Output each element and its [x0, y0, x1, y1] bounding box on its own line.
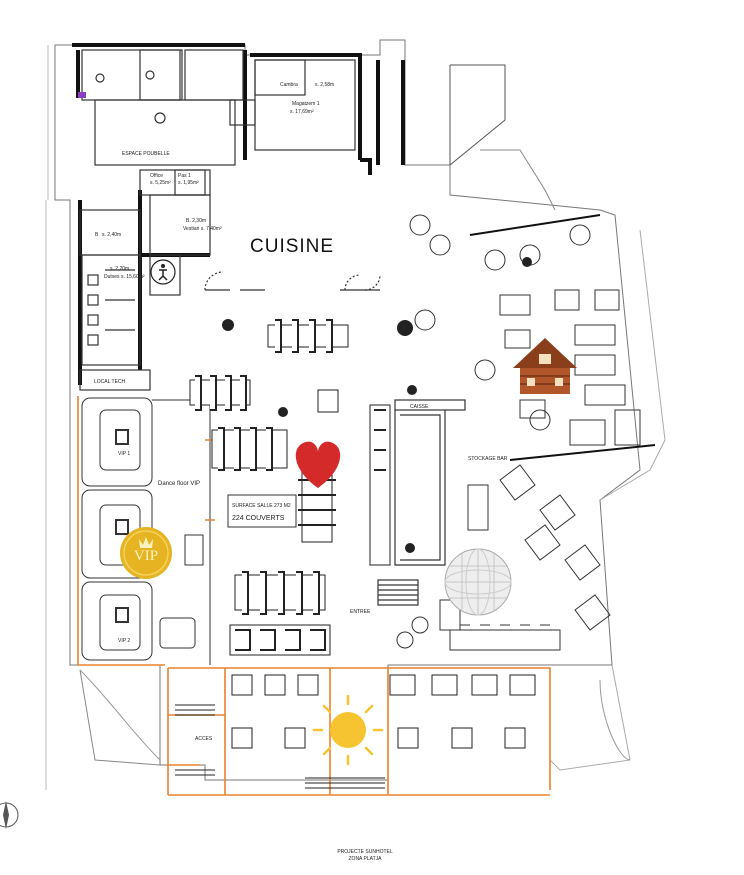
couverts-label: 224 COUVERTS [232, 515, 285, 522]
cuisine-label: CUISINE [250, 236, 334, 257]
surface-box: SURFACE SALLE 273 M2 224 COUVERTS [227, 494, 297, 528]
surface-label: SURFACE SALLE 273 M2 [232, 503, 291, 509]
bar-area [377, 399, 466, 606]
stockage-label: STOCKAGE BAR [468, 456, 508, 462]
vip2-label: VIP 2 [118, 638, 130, 644]
caisse-label: CAISSE [410, 404, 429, 410]
magatzem-label: Magatzem 1 [292, 101, 320, 107]
entree-label: ENTREE [350, 609, 371, 615]
accessibility-icon [150, 259, 176, 285]
utility-marker [78, 92, 86, 98]
cambra-label: Cambra [280, 82, 298, 88]
sanit-area: Dutxes s. 15,60m² [104, 274, 145, 280]
espace-poubelle-label: ESPACE POUBELLE [122, 151, 170, 157]
zone-boundaries [77, 396, 551, 796]
service-labels: Cambra s. 2,58m Magatzem 1 s. 17,69m² ES… [94, 82, 334, 385]
beach-tables [175, 674, 536, 789]
chalet-icon [513, 338, 577, 394]
plant-decor [222, 257, 532, 553]
acces-label: ACCES [195, 736, 213, 742]
vip1-label: VIP 1 [118, 451, 130, 457]
pas-area: s. 1,95m² [178, 180, 199, 186]
compass-rose-icon [0, 801, 19, 829]
sun-icon [312, 694, 384, 766]
b-label: B [95, 232, 99, 238]
footer-line2: ZONA PLATJA [349, 856, 383, 862]
dining-tables [189, 319, 391, 656]
b-area: s. 2,40m [102, 232, 121, 238]
office-label: Office [150, 173, 163, 179]
dance-floor-label: Dance floor VIP [158, 481, 200, 487]
disco-ball-icon [444, 548, 512, 616]
heart-icon [295, 441, 341, 488]
pas-label: Pas 1 [178, 173, 191, 179]
service-area [79, 49, 381, 391]
lounge-area [396, 464, 611, 651]
footer-line1: PROJECTE SUNHOTEL [337, 849, 393, 855]
building-outline [45, 39, 666, 790]
cambra-area: s. 2,58m [315, 82, 334, 88]
magatzem-area: s. 17,69m² [290, 109, 314, 115]
office-area: s. 5,25m² [150, 180, 171, 186]
vip-badge-text: VIP [134, 548, 158, 564]
vip-badge-icon: VIP [120, 527, 172, 579]
local-tech-label: LOCAL TECH [94, 379, 126, 385]
vestiaire-area: Vestiari s. 7,40m² [183, 226, 222, 232]
vestiaire-label: B. 2,30m [186, 218, 206, 224]
sanit-label: s. 2,20m [110, 266, 129, 272]
